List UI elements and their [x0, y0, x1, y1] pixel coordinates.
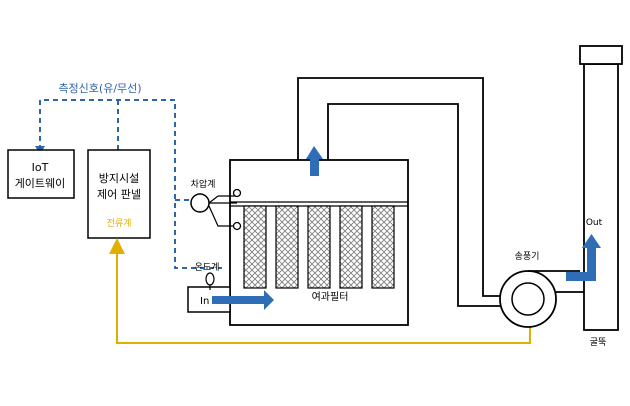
- stack-label: 굴뚝: [590, 337, 607, 348]
- filter-bag: [371, 205, 395, 289]
- fan-label: 송풍기: [515, 251, 540, 262]
- pressure-gauge-icon: [190, 193, 210, 213]
- duct-inner: [327, 103, 505, 307]
- pressure-gauge-label: 차압계: [191, 178, 216, 190]
- filter-bag: [243, 205, 267, 289]
- outlet-label: Out: [586, 218, 603, 228]
- inlet-flow-arrow-icon: [212, 290, 274, 310]
- thermometer-icon: [205, 272, 215, 290]
- control-panel-label-2: 제어 판넬: [97, 188, 141, 201]
- iot-gateway-label-1: IoT: [32, 161, 49, 174]
- pressure-port: [232, 221, 242, 231]
- signal-label: 측정신호(유/무선): [58, 82, 141, 95]
- iot-gateway-box: [7, 149, 75, 199]
- control-panel-label-1: 방지시설: [99, 172, 139, 185]
- pressure-port: [232, 188, 242, 198]
- thermometer-label: 온도계: [195, 261, 220, 273]
- signal-line-main: [39, 99, 222, 269]
- stack-cap: [579, 45, 623, 65]
- filter-bag: [339, 205, 363, 289]
- outlet-flow-arrow-icon: [566, 234, 601, 281]
- stack-body: [583, 63, 619, 331]
- filter-label: 여과필터: [312, 291, 349, 303]
- up-flow-arrow-icon: [306, 146, 323, 176]
- fan-icon: [499, 270, 580, 328]
- filter-bags: [243, 205, 395, 289]
- filter-bag: [275, 205, 299, 289]
- control-panel-box: [87, 149, 151, 239]
- current-line: [109, 238, 531, 344]
- iot-gateway-label-2: 게이트웨이: [15, 177, 66, 190]
- current-meter-label: 전류계: [107, 217, 132, 229]
- inlet-label: In: [200, 296, 209, 307]
- signal-lines: [39, 99, 222, 269]
- filter-bag: [307, 205, 331, 289]
- duct-outer: [297, 77, 505, 297]
